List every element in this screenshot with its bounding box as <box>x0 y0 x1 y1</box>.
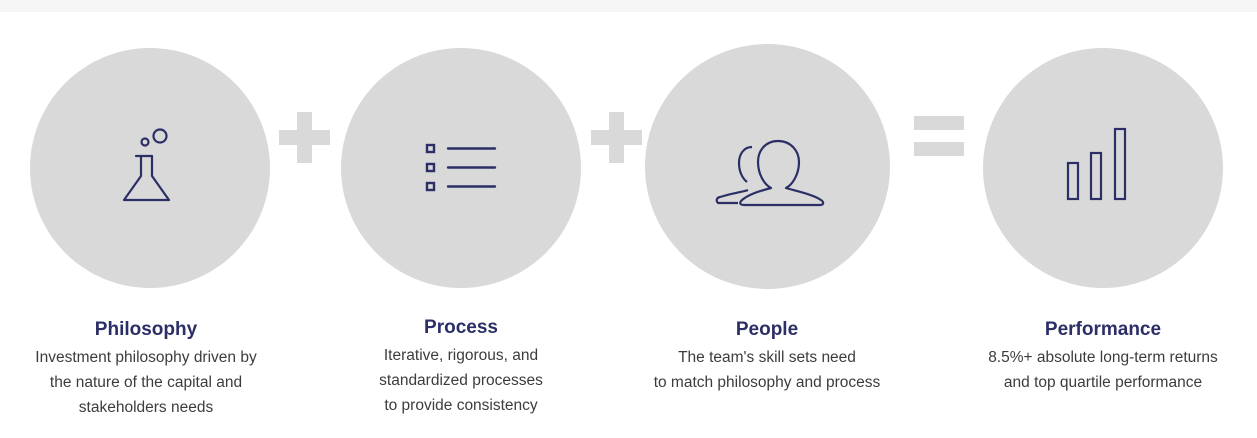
people-label: People The team's skill sets need to mat… <box>622 318 912 395</box>
process-label: Process Iterative, rigorous, and standar… <box>320 316 602 418</box>
description-line: The team's skill sets need <box>678 349 856 366</box>
list-icon <box>425 143 497 192</box>
performance-label: Performance 8.5%+ absolute long-term ret… <box>948 318 1257 395</box>
plus-operator <box>591 112 642 163</box>
stage-title: Process <box>424 317 498 338</box>
stage-description: 8.5%+ absolute long-term returns and top… <box>948 345 1257 395</box>
stage-description: Iterative, rigorous, and standardized pr… <box>320 343 602 418</box>
description-line: to provide consistency <box>384 397 538 414</box>
philosophy-circle <box>30 48 270 288</box>
stage-title: Philosophy <box>94 319 198 340</box>
stage-description: The team's skill sets need to match phil… <box>622 345 912 395</box>
description-line: standardized processes <box>379 372 543 389</box>
description-line: Iterative, rigorous, and <box>383 347 539 364</box>
flask-icon <box>122 128 171 202</box>
description-line: Investment philosophy driven by <box>35 349 257 366</box>
description-line: stakeholders needs <box>78 399 214 416</box>
description-line: the nature of the capital and <box>49 374 243 391</box>
philosophy-label: Philosophy Investment philosophy driven … <box>0 318 292 420</box>
process-circle <box>341 48 581 288</box>
people-icon <box>715 139 824 206</box>
plus-operator <box>279 112 330 163</box>
bar-chart-icon <box>1066 127 1127 201</box>
description-line: to match philosophy and process <box>653 374 881 391</box>
equals-operator <box>914 116 964 158</box>
top-band <box>0 0 1257 12</box>
stage-title: Performance <box>1044 319 1162 340</box>
stage-title: People <box>735 319 799 340</box>
people-circle <box>645 44 890 289</box>
stage-description: Investment philosophy driven by the natu… <box>0 345 292 420</box>
description-line: 8.5%+ absolute long-term returns <box>988 349 1218 366</box>
description-line: and top quartile performance <box>1003 374 1203 391</box>
performance-circle <box>983 48 1223 288</box>
